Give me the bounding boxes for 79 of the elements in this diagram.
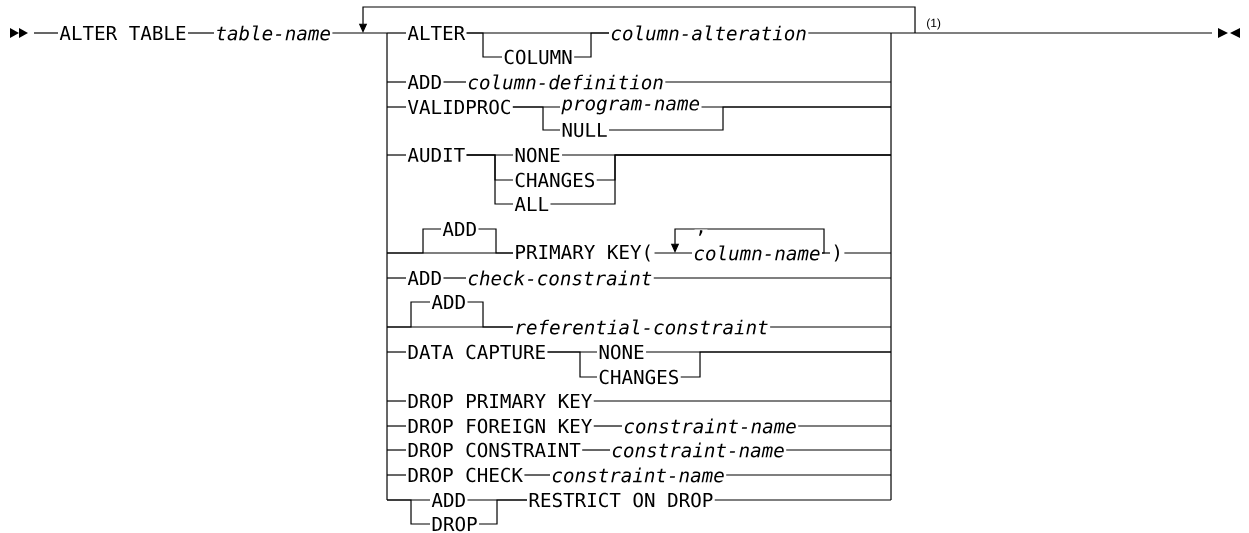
keyword: NULL [562, 122, 607, 138]
keyword: ADD [407, 271, 441, 285]
keyword: AUDIT [407, 147, 465, 163]
syntax-variable: table-name [217, 25, 330, 41]
track-line [581, 449, 611, 451]
track-line [797, 425, 892, 427]
track-line [477, 228, 514, 254]
keyword: DROP CHECK [408, 467, 523, 483]
track-line [466, 154, 514, 205]
track-line [608, 106, 892, 131]
keyword: COLUMN [504, 49, 572, 65]
track-line [549, 154, 892, 205]
track-line [653, 277, 892, 279]
keyword: DROP [432, 516, 477, 532]
syntax-variable: constraint-name [624, 418, 796, 434]
track-line [664, 81, 892, 83]
track-line [386, 351, 407, 353]
keyword: PRIMARY KEY( [516, 244, 650, 262]
syntax-variable: program-name [561, 99, 700, 115]
track-line [478, 499, 528, 525]
keyword: DATA CAPTURE [408, 344, 545, 360]
track-line [442, 81, 467, 83]
track-line [523, 474, 551, 476]
track-line [331, 32, 388, 34]
track-line [386, 449, 407, 451]
keyword: ADD [407, 75, 441, 89]
keyword: RESTRICT ON DROP [529, 492, 713, 508]
track-line [785, 449, 892, 451]
track-line [769, 326, 892, 328]
keyword: ADD [442, 222, 476, 236]
track-line [187, 32, 215, 34]
footnote-number: (1) [927, 18, 941, 30]
track-line [386, 400, 407, 402]
keyword: ALTER TABLE [59, 26, 186, 40]
keyword: CHANGES [515, 172, 595, 188]
syntax-variable: column-alteration [611, 25, 806, 41]
track-line [386, 154, 407, 156]
track-line [442, 277, 467, 279]
track-line [890, 32, 1213, 34]
track-line [714, 499, 892, 501]
syntax-variable: check-constraint [468, 270, 652, 286]
track-line [653, 252, 693, 254]
keyword: NONE [599, 344, 644, 360]
track-line [725, 474, 892, 476]
track-line [466, 32, 503, 58]
syntax-variable: column-name [694, 245, 820, 261]
track-line [512, 106, 561, 131]
keyword: ADD [431, 295, 465, 309]
keyword: ALTER [407, 26, 466, 40]
syntax-variable: referential-constraint [516, 319, 768, 335]
track-line [386, 106, 407, 108]
keyword: DROP PRIMARY KEY [408, 393, 592, 409]
track-line [386, 474, 407, 476]
track-line [680, 351, 892, 378]
track-line [807, 32, 892, 34]
track-line [386, 32, 407, 34]
track-line [593, 400, 892, 402]
track-line [466, 301, 514, 328]
track-line [386, 277, 407, 279]
track-line [386, 81, 407, 83]
keyword: ADD [431, 493, 465, 507]
track-line [843, 252, 892, 254]
keyword: VALIDPROC [407, 99, 510, 115]
separator-text: , [694, 229, 708, 237]
track-line [33, 32, 59, 34]
track-line [573, 32, 610, 58]
syntax-variable: column-definition [468, 74, 663, 90]
keyword: ALL [514, 197, 549, 211]
keyword: NONE [515, 147, 560, 163]
track-line [386, 499, 431, 525]
track-line [593, 425, 623, 427]
track-line [546, 351, 598, 378]
syntax-variable: constraint-name [552, 467, 724, 483]
track-line [386, 425, 407, 427]
keyword: CHANGES [599, 369, 679, 385]
keyword: DROP FOREIGN KEY [408, 418, 592, 434]
keyword: DROP CONSTRAINT [408, 442, 581, 458]
keyword: ) [834, 244, 839, 262]
syntax-variable: constraint-name [612, 442, 784, 458]
